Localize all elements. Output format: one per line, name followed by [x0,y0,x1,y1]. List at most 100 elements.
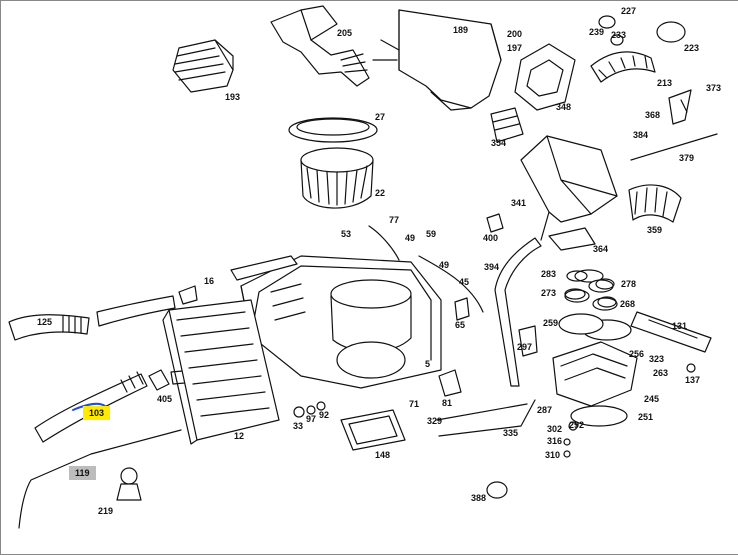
cable-329-drawing [436,399,536,437]
label-59: 59 [426,229,437,239]
label-239: 239 [589,27,605,37]
housing-189-drawing [372,9,502,111]
bar-131-drawing [630,311,712,353]
gasket-148-drawing [340,409,406,451]
cable-45-drawing [418,255,484,313]
label-213: 213 [657,78,673,88]
label-245: 245 [644,394,660,404]
label-119-highlighted: 119 [69,466,96,480]
part-33-drawing [293,406,305,418]
clip-65-drawing [454,297,470,321]
label-278: 278 [621,279,637,289]
boot-354-drawing [490,107,524,143]
valve-assembly-drawing [552,269,638,458]
heater-core-12-drawing [162,299,280,445]
label-297: 297 [517,342,533,352]
label-388: 388 [471,493,487,503]
label-287: 287 [537,405,553,415]
label-81: 81 [442,398,453,408]
label-273: 273 [541,288,557,298]
part-268-drawing [597,296,617,308]
bracket-297-drawing [518,325,538,357]
hose-125-drawing [8,295,176,341]
label-359: 359 [647,225,663,235]
label-65: 65 [455,320,466,330]
label-354: 354 [491,138,507,148]
label-263: 263 [653,368,669,378]
gasket-348-drawing [514,43,576,111]
label-197: 197 [507,43,523,53]
bracket-368-drawing [668,89,692,125]
label-219: 219 [98,506,114,516]
knob-219-drawing [116,467,142,501]
tube-394-drawing [494,237,542,387]
label-22: 22 [375,188,386,198]
label-259: 259 [543,318,559,328]
label-256: 256 [629,349,645,359]
label-364: 364 [593,244,609,254]
label-92: 92 [319,410,330,420]
label-189: 189 [453,25,469,35]
plate-364-drawing [548,227,596,251]
label-233: 233 [611,30,627,40]
rod-119-drawing [18,429,182,529]
label-27: 27 [375,112,386,122]
label-33: 33 [293,421,304,431]
label-45: 45 [459,277,470,287]
label-373: 373 [706,83,722,93]
label-77: 77 [389,215,400,225]
part-92-drawing [316,401,326,411]
fitting-405-drawing [148,369,170,391]
label-368: 368 [645,110,661,120]
label-394: 394 [484,262,500,272]
duct-341-drawing [520,135,618,241]
label-5: 5 [425,359,431,369]
label-12: 12 [234,431,245,441]
label-335: 335 [503,428,519,438]
part-273-drawing [564,288,586,300]
grommet-388-drawing [486,481,508,499]
label-49-lower: 49 [439,260,450,270]
cable-77-drawing [368,225,400,261]
label-251: 251 [638,412,654,422]
clip-16-drawing [178,285,198,305]
label-310: 310 [545,450,561,460]
label-341: 341 [511,198,527,208]
label-405: 405 [157,394,173,404]
label-103-highlighted: 103 [83,406,111,420]
label-268: 268 [620,299,636,309]
label-148: 148 [375,450,391,460]
part-283-drawing [566,270,588,282]
callout-line-103 [72,402,106,411]
label-283: 283 [541,269,557,279]
label-193: 193 [225,92,241,102]
duct-205-drawing [270,5,370,87]
label-53: 53 [341,229,352,239]
part-97-drawing [306,405,316,415]
label-384: 384 [633,130,649,140]
label-227: 227 [621,6,637,16]
hose-213-drawing [590,15,686,83]
label-223: 223 [684,43,700,53]
label-316: 316 [547,436,563,446]
part-400-drawing [486,213,504,233]
label-131: 131 [672,321,688,331]
label-379: 379 [679,153,695,163]
blower-22-drawing [288,117,378,209]
label-292: 292 [569,420,585,430]
label-348: 348 [556,102,572,112]
bellows-193-drawing [172,39,234,93]
hose-359-drawing [628,184,682,223]
part-137-drawing [686,363,696,373]
top-border [1,0,738,9]
label-329: 329 [427,416,443,426]
part-81-drawing [438,369,462,397]
label-71: 71 [409,399,420,409]
label-137: 137 [685,375,701,385]
label-205: 205 [337,28,353,38]
part-278-drawing [595,278,615,290]
label-302: 302 [547,424,563,434]
label-16: 16 [204,276,215,286]
rod-379-drawing [630,133,718,161]
